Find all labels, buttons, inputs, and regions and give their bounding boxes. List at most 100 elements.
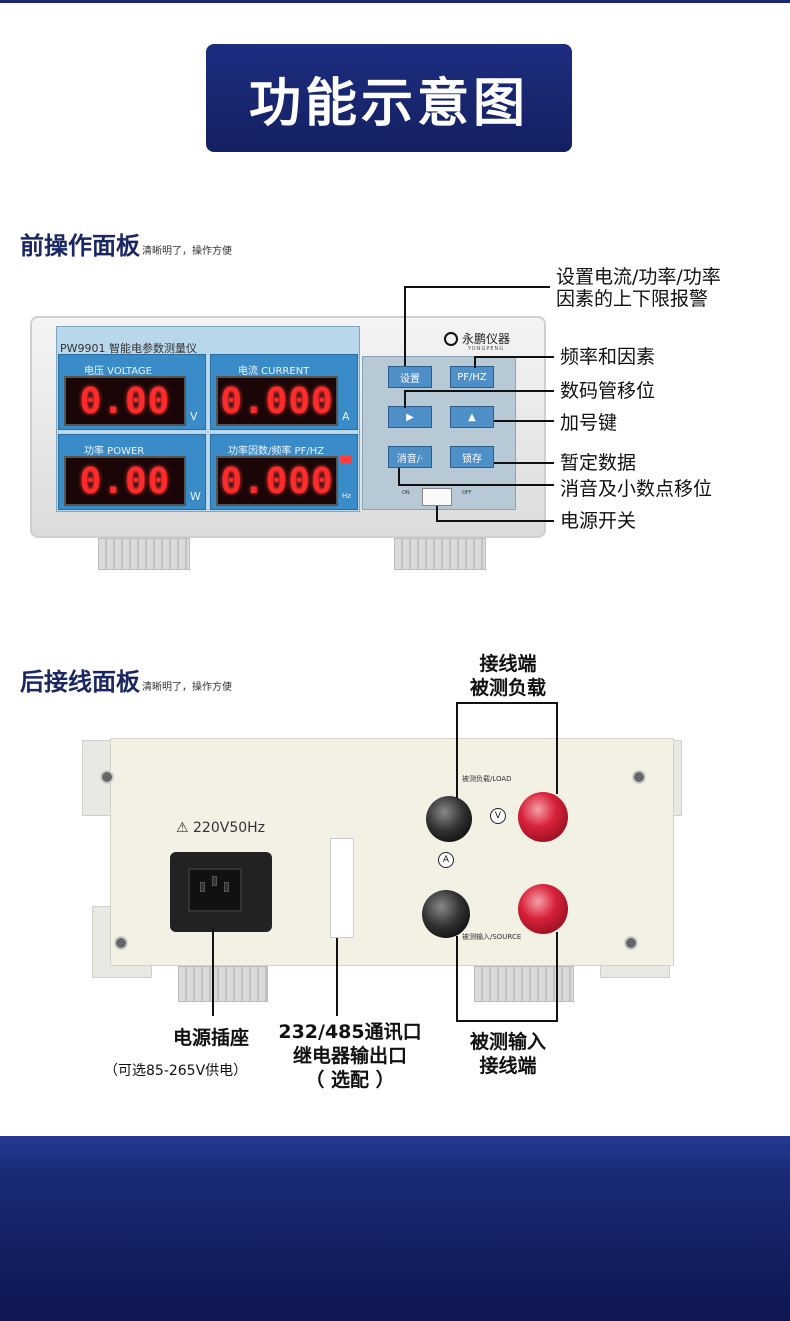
rear-heading-note: 清晰明了，操作方便 <box>142 682 232 693</box>
load-terminal-black[interactable] <box>426 796 472 842</box>
front-heading-text: 前操作面板 <box>20 232 140 260</box>
shift-button[interactable]: ▶ <box>388 406 432 428</box>
callout-load: 接线端 被测负载 <box>460 652 556 700</box>
callout-line-shift-h <box>404 390 554 392</box>
rear-heading-text: 后接线面板 <box>20 668 140 696</box>
switch-off-label: OFF <box>462 490 472 496</box>
voltage-label: 电压 VOLTAGE <box>84 366 152 377</box>
callout-power: 电源开关 <box>560 510 637 532</box>
callout-socket: 电源插座 <box>172 1027 249 1049</box>
callout-line-set-v <box>404 286 406 366</box>
front-heading-note: 清晰明了，操作方便 <box>142 246 232 257</box>
pf-unit: Hz <box>342 492 351 500</box>
mount-hole <box>624 936 638 950</box>
brand-subtitle: YONGPENG <box>468 346 505 352</box>
power-unit: W <box>190 490 201 503</box>
lock-button[interactable]: 锁存 <box>450 446 494 468</box>
callout-line-hold <box>494 462 554 464</box>
callout-line-input-right <box>556 932 558 1022</box>
pf-label: 功率因数/频率 PF/HZ <box>228 446 325 457</box>
current-label: 电流 CURRENT <box>238 366 310 377</box>
mount-hole <box>632 770 646 784</box>
pf-indicator-led <box>340 455 352 463</box>
brand-name: 永鹏仪器 <box>462 332 511 346</box>
socket-pin <box>224 882 229 892</box>
rear-foot-left <box>178 966 268 1002</box>
voltmeter-symbol: V <box>490 808 506 824</box>
title-banner: 功能示意图 <box>206 44 572 152</box>
mute-button[interactable]: 消音/· <box>388 446 432 468</box>
callout-line-set-h <box>404 286 550 288</box>
voltage-unit: V <box>190 410 198 423</box>
callout-limits-2: 因素的上下限报警 <box>556 288 709 310</box>
brand-logo: 永鹏仪器 <box>444 330 510 347</box>
callout-line-comm <box>336 938 338 1016</box>
callout-load-line2: 被测负载 <box>469 677 546 699</box>
rear-foot-right <box>474 966 574 1002</box>
switch-on-label: ON <box>402 490 410 496</box>
front-foot-right <box>394 538 486 570</box>
plus-button[interactable]: ▲ <box>450 406 494 428</box>
mount-hole <box>114 936 128 950</box>
warning-icon: ⚠ <box>176 820 189 836</box>
voltage-display: 0.00 <box>64 376 186 426</box>
socket-pin <box>200 882 205 892</box>
callout-line-load-left <box>456 702 458 798</box>
callout-line-freq-v <box>474 356 476 368</box>
callout-input-line2: 接线端 <box>479 1055 537 1077</box>
callout-mute-dp: 消音及小数点移位 <box>560 478 713 500</box>
callout-input: 被测输入 接线端 <box>456 1030 560 1078</box>
model-label: PW9901 智能电参数测量仪 <box>60 342 197 355</box>
set-button[interactable]: 设置 <box>388 366 432 388</box>
callout-comm: 232/485通讯口 继电器输出口 （ 选配 ） <box>268 1020 432 1092</box>
callout-line-power-h <box>436 520 554 522</box>
rear-panel-heading: 后接线面板清晰明了，操作方便 <box>20 662 232 697</box>
callout-hold: 暂定数据 <box>560 452 637 474</box>
callout-comm-line3: （ 选配 ） <box>305 1069 395 1091</box>
top-border <box>0 0 790 3</box>
callout-line-input-left <box>456 936 458 1022</box>
power-display: 0.00 <box>64 456 186 506</box>
current-unit: A <box>342 410 350 423</box>
product-label-sticker <box>330 838 354 938</box>
callout-line-load-h <box>456 702 558 704</box>
callout-socket-note: （可选85-265V供电） <box>104 1063 248 1079</box>
pfhz-button[interactable]: PF/HZ <box>450 366 494 388</box>
power-switch[interactable] <box>422 488 452 506</box>
source-terminal-title: 被测输入/SOURCE <box>462 933 522 941</box>
callout-line-input-h <box>456 1020 558 1022</box>
callout-input-line1: 被测输入 <box>469 1031 546 1053</box>
meter-area: 电压 VOLTAGE 电流 CURRENT 功率 POWER 功率因数/频率 P… <box>58 354 358 510</box>
callout-freq-pf: 频率和因素 <box>560 346 656 368</box>
load-terminal-title: 被测负载/LOAD <box>462 775 512 783</box>
callout-line-mute-v <box>398 468 400 484</box>
brand-icon <box>444 331 458 346</box>
banner-title: 功能示意图 <box>248 73 529 134</box>
callout-line-plus <box>494 420 554 422</box>
front-panel-heading: 前操作面板清晰明了，操作方便 <box>20 226 232 261</box>
callout-load-line1: 接线端 <box>479 653 537 675</box>
callout-line-freq-h <box>474 356 554 358</box>
pf-display: 0.000 <box>216 456 338 506</box>
callout-digit-shift: 数码管移位 <box>560 380 656 402</box>
callout-comm-line1: 232/485通讯口 <box>278 1021 422 1043</box>
ammeter-symbol: A <box>438 852 454 868</box>
power-label: 功率 POWER <box>84 446 145 457</box>
mount-hole <box>100 770 114 784</box>
source-terminal-red[interactable] <box>518 884 568 934</box>
callout-line-socket <box>212 928 214 1016</box>
callout-plus-key: 加号键 <box>560 412 618 434</box>
voltage-warning: ⚠ 220V50Hz <box>176 820 265 836</box>
callout-line-load-right <box>556 702 558 794</box>
bottom-banner <box>0 1136 790 1321</box>
socket-pin <box>212 876 217 886</box>
callout-comm-line2: 继电器输出口 <box>292 1045 407 1067</box>
callout-line-mute-h <box>398 484 554 486</box>
callout-line-power-v <box>436 506 438 520</box>
load-terminal-red[interactable] <box>518 792 568 842</box>
source-terminal-black[interactable] <box>422 890 470 938</box>
front-foot-left <box>98 538 190 570</box>
callout-line-shift-v <box>404 390 406 408</box>
warning-text: 220V50Hz <box>193 820 266 836</box>
current-display: 0.000 <box>216 376 338 426</box>
